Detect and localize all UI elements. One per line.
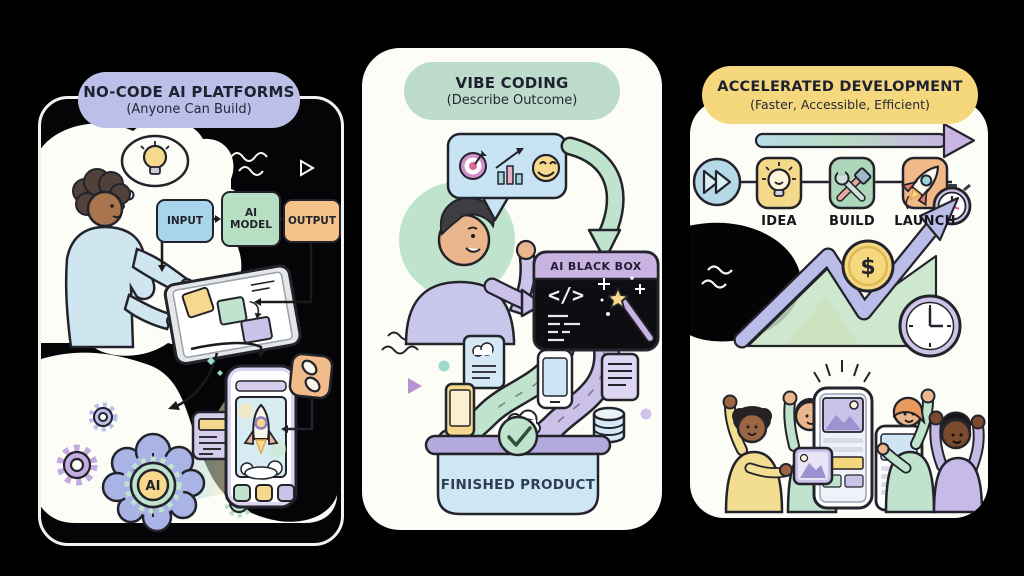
person <box>928 410 986 514</box>
sticky-notes-icon <box>181 286 273 344</box>
ai-model-box: AI MODEL <box>221 191 281 247</box>
ai-badge: AI <box>124 456 182 514</box>
no-code-subtitle: (Anyone Can Build) <box>126 101 252 117</box>
bar-chart-icon <box>495 148 524 185</box>
idea-step-icon <box>755 156 803 210</box>
step-label-launch: LAUNCH <box>894 213 956 229</box>
person <box>876 388 936 514</box>
panel-vibe-coding: </> <box>362 48 662 530</box>
phone-icon <box>444 382 476 438</box>
speech-bubble-icon <box>446 132 568 222</box>
phone-icon <box>536 348 574 410</box>
magic-wand-icon <box>598 276 655 343</box>
input-box: INPUT <box>156 199 214 243</box>
vibe-coding-subtitle: (Describe Outcome) <box>446 92 578 108</box>
svg-text:$: $ <box>860 255 875 280</box>
code-icon: </> <box>548 283 584 307</box>
person <box>722 394 793 514</box>
rocket-icon <box>900 165 939 207</box>
step-label-idea: IDEA <box>761 213 797 229</box>
tablet-icon <box>163 264 302 366</box>
ai-black-box: </> <box>532 250 660 352</box>
face <box>86 190 124 228</box>
lightbulb-icon <box>762 162 796 197</box>
panel-accelerated: $ <box>690 100 988 518</box>
dollar-coin-icon: $ <box>841 239 895 293</box>
build-step-icon <box>828 156 876 210</box>
progress-arrow-icon <box>754 122 976 159</box>
triangle-icon <box>408 378 422 394</box>
link-icon <box>288 352 334 400</box>
vibe-coding-illustration: </> <box>381 132 660 516</box>
phone-icon <box>224 364 298 509</box>
image-card-icon <box>792 446 834 486</box>
no-code-title: NO-CODE AI PLATFORMS <box>83 82 295 101</box>
fast-forward-icon <box>692 157 742 207</box>
sparkle-icon <box>207 357 223 376</box>
accelerated-header: ACCELERATED DEVELOPMENT (Faster, Accessi… <box>702 66 978 124</box>
panel-no-code: AI <box>38 96 344 546</box>
clock-icon <box>898 294 962 358</box>
smiley-icon <box>531 153 561 183</box>
lightbulb-icon <box>140 141 170 175</box>
vibe-coding-title: VIBE CODING <box>455 73 569 92</box>
curved-arrow-icon <box>560 136 625 262</box>
shirt <box>64 225 156 349</box>
celebrating-people <box>722 360 986 514</box>
vibe-coding-header: VIBE CODING (Describe Outcome) <box>404 62 620 120</box>
arm-lower <box>123 293 175 331</box>
target-icon <box>459 150 487 180</box>
step-label-build: BUILD <box>829 213 875 229</box>
no-code-header: NO-CODE AI PLATFORMS (Anyone Can Build) <box>78 72 300 128</box>
basket-icon <box>424 415 612 516</box>
accelerated-illustration: $ <box>690 122 986 514</box>
dot <box>438 360 450 372</box>
document-cloud-icon <box>462 334 506 390</box>
gear-icon <box>88 402 118 432</box>
person-describing <box>404 196 537 346</box>
gear-icon <box>56 444 98 486</box>
person-building <box>64 168 194 349</box>
black-box-title: AI BLACK BOX <box>550 259 642 273</box>
dot <box>640 408 652 420</box>
check-icon <box>497 415 539 457</box>
no-code-illustration: AI <box>41 119 337 533</box>
celebration-rays <box>813 360 871 383</box>
squiggle-icon <box>230 152 268 176</box>
svg-text:AI: AI <box>146 479 161 494</box>
hammer-wrench-icon <box>834 167 872 202</box>
growth-arrow-icon <box>733 196 960 349</box>
link-arrow <box>288 399 314 431</box>
area-chart-icon <box>746 254 938 348</box>
finished-product-label: FINISHED PRODUCT <box>440 477 596 493</box>
document-icon <box>600 352 640 402</box>
triangle-icon <box>300 159 315 177</box>
accelerated-title: ACCELERATED DEVELOPMENT <box>717 79 963 96</box>
rocket-icon <box>243 403 279 456</box>
output-box: OUTPUT <box>283 199 341 243</box>
accelerated-subtitle: (Faster, Accessible, Efficient) <box>750 96 930 112</box>
sparkle-icon <box>598 278 645 294</box>
squiggle-icon <box>701 265 733 289</box>
